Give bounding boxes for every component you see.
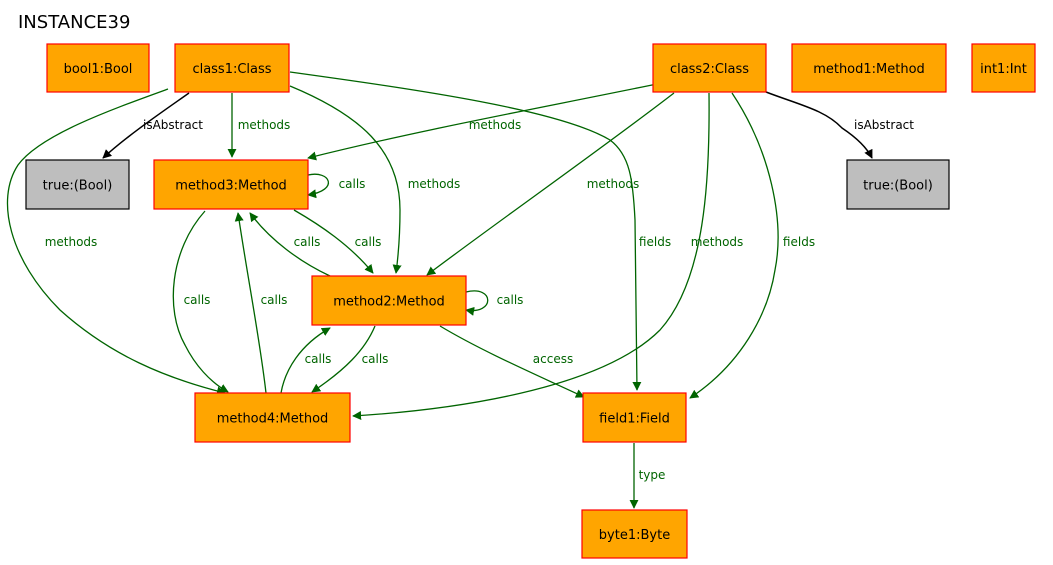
edge-label: calls xyxy=(305,352,332,366)
edge-line xyxy=(465,290,489,316)
edge-label: methods xyxy=(45,235,98,249)
edge-method3-method3: calls xyxy=(307,173,366,199)
node-box[interactable] xyxy=(791,43,947,93)
edge-line xyxy=(6,88,226,396)
edge-method4-method2: calls xyxy=(280,327,332,394)
node-box[interactable] xyxy=(25,159,130,210)
edge-class1-method4: methods xyxy=(6,88,226,396)
node-class1[interactable]: class1:Class xyxy=(174,43,290,93)
edge-class2-method3: methods xyxy=(307,83,658,161)
edge-label: type xyxy=(639,468,666,482)
edge-line xyxy=(689,92,779,399)
edge-method3-method2: calls xyxy=(293,209,382,274)
edge-line xyxy=(289,71,642,391)
node-label: int1:Int xyxy=(980,62,1027,77)
diagram-title: INSTANCE39 xyxy=(18,12,130,33)
node-method1[interactable]: method1:Method xyxy=(791,43,947,93)
edge-class1-trueA: isAbstract xyxy=(102,92,203,159)
edge-label: isAbstract xyxy=(854,118,914,132)
node-label: true:(Bool) xyxy=(43,179,113,194)
node-trueB[interactable]: true:(Bool) xyxy=(846,159,950,210)
edge-label: calls xyxy=(362,352,389,366)
edge-label: calls xyxy=(294,235,321,249)
node-method4[interactable]: method4:Method xyxy=(194,392,351,443)
edge-line xyxy=(352,92,710,420)
edge-label: fields xyxy=(639,235,671,249)
node-label: byte1:Byte xyxy=(599,528,670,543)
edge-line xyxy=(293,209,374,274)
edge-label: isAbstract xyxy=(143,118,203,132)
node-box[interactable] xyxy=(652,43,767,93)
edge-label: calls xyxy=(261,293,288,307)
edges-layer: isAbstract methods methods methods fields met… xyxy=(6,71,914,509)
edge-label: fields xyxy=(783,235,815,249)
edge-label: methods xyxy=(469,118,522,132)
node-box[interactable] xyxy=(174,43,290,93)
edge-label: methods xyxy=(238,118,291,132)
node-label: class1:Class xyxy=(192,62,271,77)
edge-line xyxy=(426,92,675,276)
edge-method2-method3: calls xyxy=(249,212,331,277)
edge-line xyxy=(439,325,585,398)
node-label: true:(Bool) xyxy=(863,179,933,194)
node-label: class2:Class xyxy=(670,62,749,77)
edge-class2-trueB: isAbstract xyxy=(765,91,914,159)
edge-class2-method4: methods xyxy=(352,92,744,420)
edge-method2-field1: access xyxy=(439,325,585,398)
edge-line xyxy=(765,91,873,159)
edge-line xyxy=(280,327,331,394)
node-label: method1:Method xyxy=(813,62,925,77)
node-method2[interactable]: method2:Method xyxy=(311,275,467,326)
nodes-layer: bool1:Bool class1:Class class2:Class method… xyxy=(25,43,1036,559)
node-method3[interactable]: method3:Method xyxy=(153,159,309,210)
edge-line xyxy=(289,85,402,274)
edge-label: methods xyxy=(691,235,744,249)
node-label: method4:Method xyxy=(217,412,329,427)
edge-method3-method4: calls xyxy=(172,210,229,393)
edge-label: methods xyxy=(408,177,461,191)
node-box[interactable] xyxy=(582,392,687,443)
edge-line xyxy=(307,173,330,199)
node-int1[interactable]: int1:Int xyxy=(971,43,1036,93)
edge-field1-byte1: type xyxy=(629,443,666,509)
edge-class2-field1: fields xyxy=(689,92,815,399)
node-label: bool1:Bool xyxy=(64,62,133,77)
edge-line xyxy=(311,325,376,393)
edge-label: calls xyxy=(339,177,366,191)
edge-class1-method3: methods xyxy=(227,93,291,158)
node-box[interactable] xyxy=(46,43,150,93)
node-bool1[interactable]: bool1:Bool xyxy=(46,43,150,93)
node-trueA[interactable]: true:(Bool) xyxy=(25,159,130,210)
edge-label: access xyxy=(533,352,573,366)
edge-line xyxy=(307,83,658,161)
node-label: method3:Method xyxy=(175,179,287,194)
edge-line xyxy=(102,92,190,159)
node-class2[interactable]: class2:Class xyxy=(652,43,767,93)
node-box[interactable] xyxy=(846,159,950,210)
node-box[interactable] xyxy=(153,159,309,210)
edge-class2-method2: methods xyxy=(426,92,675,276)
edge-line xyxy=(172,210,229,393)
node-byte1[interactable]: byte1:Byte xyxy=(581,509,688,559)
edge-label: methods xyxy=(587,177,640,191)
node-box[interactable] xyxy=(194,392,351,443)
edge-class1-method2: methods xyxy=(289,85,461,274)
edge-line xyxy=(249,212,331,277)
edge-label: calls xyxy=(355,235,382,249)
edge-method4-method3: calls xyxy=(234,212,288,394)
edge-line xyxy=(234,212,267,394)
node-label: method2:Method xyxy=(333,295,445,310)
edge-label: calls xyxy=(184,293,211,307)
edge-method2-method2: calls xyxy=(465,290,524,316)
node-box[interactable] xyxy=(311,275,467,326)
node-box[interactable] xyxy=(971,43,1036,93)
node-label: field1:Field xyxy=(599,412,670,427)
edge-label: calls xyxy=(497,293,524,307)
edge-method2-method4: calls xyxy=(311,325,389,393)
node-box[interactable] xyxy=(581,509,688,559)
node-field1[interactable]: field1:Field xyxy=(582,392,687,443)
edge-class1-field1: fields xyxy=(289,71,671,391)
